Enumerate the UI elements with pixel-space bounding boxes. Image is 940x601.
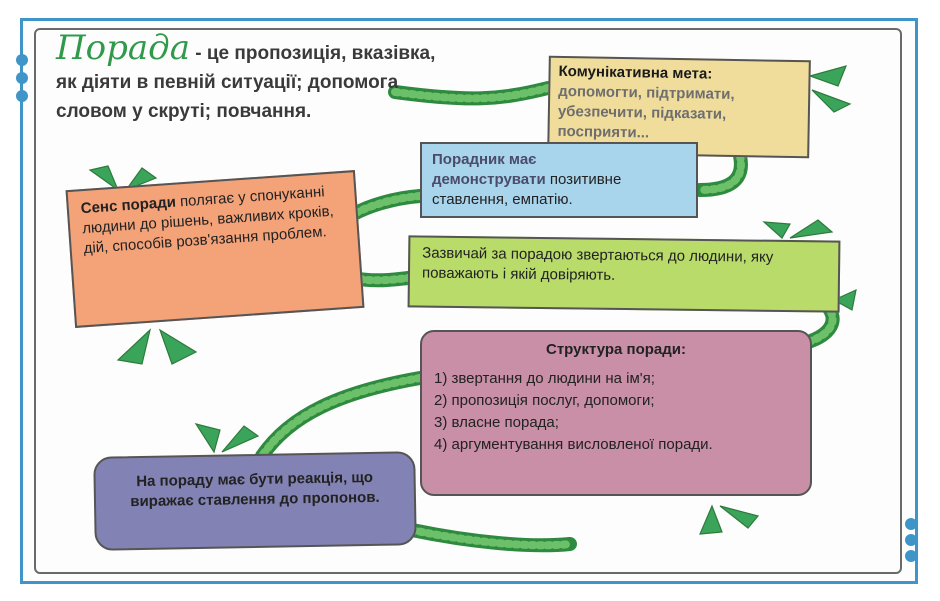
- bow-structure-bottom: [699, 504, 760, 535]
- box-meaning: Сенс поради полягає у спонуканні людини …: [65, 170, 365, 328]
- paper-sheet: [34, 28, 902, 574]
- title-definition: Порада - це пропозиція, вказівка, як дія…: [56, 31, 436, 126]
- structure-item: 4) аргументування висловленої поради.: [434, 436, 713, 453]
- title-word: Порада: [56, 28, 190, 68]
- goal-text: допомогти, підтримати, убезпечити, підка…: [557, 82, 735, 142]
- adviser-text: позитивне ставлення, емпатію.: [432, 171, 622, 208]
- connector-structure-reaction: [255, 371, 427, 463]
- meaning-text: полягає у спонуканні людини до рішень, в…: [81, 183, 335, 258]
- structure-item: 3) власне порада;: [434, 414, 559, 431]
- adviser-heading-2: демонструвати: [432, 171, 546, 188]
- bow-usually: [762, 219, 834, 239]
- structure-item: 1) звертання до людини на ім'я;: [434, 370, 655, 387]
- reaction-text: На пораду має бути реакція, що виражає с…: [130, 468, 380, 511]
- title-definition-text: - це пропозиція, вказівка, як діяти в пе…: [56, 43, 436, 122]
- box-structure: Структура поради: 1) звертання до людини…: [420, 330, 812, 496]
- bow-meaning-bottom: [116, 328, 198, 365]
- structure-item: 2) пропозиція послуг, допомоги;: [434, 392, 655, 409]
- box-adviser: Порадник має демонструвати позитивне ста…: [420, 142, 698, 218]
- bow-reaction-top: [194, 423, 260, 454]
- box-usually: Зазвичай за порадою звертаються до людин…: [407, 235, 841, 313]
- usually-text: Зазвичай за порадою звертаються до людин…: [421, 244, 774, 284]
- adviser-heading: Порадник має: [432, 151, 537, 168]
- bow-right-middle: [832, 288, 857, 311]
- structure-heading: Структура поради:: [546, 341, 686, 358]
- bow-top-right: [808, 65, 852, 113]
- box-reaction: На пораду має бути реакція, що виражає с…: [93, 451, 417, 551]
